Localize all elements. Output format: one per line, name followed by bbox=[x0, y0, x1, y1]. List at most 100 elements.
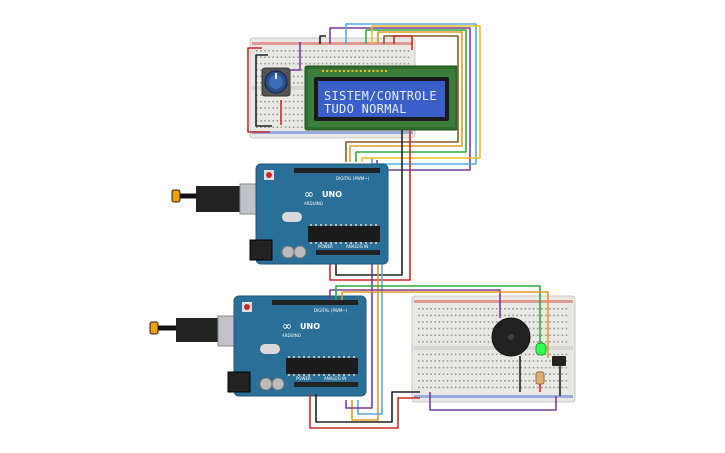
wires-bottom bbox=[309, 285, 561, 429]
breadboard-hole bbox=[446, 341, 449, 343]
breadboard-hole bbox=[541, 334, 543, 336]
resistor-1[interactable] bbox=[535, 371, 545, 385]
pin bbox=[303, 374, 305, 376]
breadboard-hole bbox=[272, 113, 274, 116]
temperature-sensor[interactable] bbox=[552, 356, 566, 366]
breadboard-hole bbox=[561, 353, 564, 356]
pin bbox=[353, 356, 355, 358]
potentiometer[interactable] bbox=[261, 67, 291, 97]
breadboard-hole bbox=[459, 341, 461, 343]
breadboard-hole bbox=[301, 94, 303, 96]
breadboard-hole bbox=[313, 62, 315, 65]
breadboard-hole bbox=[370, 56, 373, 58]
breadboard-hole bbox=[442, 308, 445, 310]
piezo-buzzer[interactable] bbox=[491, 317, 531, 357]
breadboard-hole bbox=[475, 366, 477, 369]
breadboard-hole bbox=[272, 107, 274, 109]
breadboard-hole bbox=[446, 373, 449, 375]
breadboard-hole bbox=[276, 62, 279, 65]
breadboard-hole bbox=[297, 126, 299, 128]
arduino-uno-top[interactable]: ∞ UNO ARDUINO DIGITAL (PWM~) POWER ANALO… bbox=[171, 163, 389, 265]
breadboard-hole bbox=[520, 366, 523, 369]
breadboard-hole bbox=[532, 314, 535, 317]
breadboard-hole bbox=[387, 62, 389, 65]
breadboard-hole bbox=[504, 380, 506, 382]
breadboard-hole bbox=[545, 380, 547, 382]
pin bbox=[353, 374, 355, 376]
breadboard-hole bbox=[292, 75, 295, 78]
breadboard-hole bbox=[524, 321, 527, 323]
breadboard-hole bbox=[292, 113, 295, 116]
breadboard-hole bbox=[354, 50, 356, 52]
pin bbox=[350, 224, 352, 226]
breadboard-hole bbox=[297, 62, 299, 65]
pin bbox=[330, 70, 333, 72]
breadboard-hole bbox=[422, 321, 424, 323]
breadboard-hole bbox=[284, 62, 287, 65]
breadboard-hole bbox=[292, 107, 295, 109]
breadboard-hole bbox=[422, 327, 424, 330]
breadboard-hole bbox=[483, 308, 486, 310]
breadboard-hole bbox=[272, 120, 274, 122]
breadboard-hole bbox=[383, 62, 385, 65]
pin bbox=[288, 374, 290, 376]
breadboard-hole bbox=[426, 341, 428, 343]
green-led[interactable] bbox=[535, 342, 547, 356]
breadboard-hole bbox=[479, 334, 482, 336]
breadboard-hole bbox=[268, 126, 270, 128]
breadboard-hole bbox=[387, 50, 389, 52]
breadboard-hole bbox=[446, 308, 449, 310]
breadboard-hole bbox=[549, 373, 551, 375]
breadboard-hole bbox=[541, 386, 543, 389]
breadboard-hole bbox=[272, 126, 274, 128]
breadboard-hole bbox=[483, 321, 486, 323]
breadboard-hole bbox=[301, 50, 303, 52]
breadboard-hole bbox=[272, 56, 274, 58]
arduino-bottom-model: UNO bbox=[300, 322, 320, 331]
breadboard-hole bbox=[487, 386, 490, 389]
pin bbox=[376, 70, 379, 72]
breadboard-hole bbox=[260, 82, 262, 84]
lcd-line-2: TUDO NORMAL bbox=[324, 102, 407, 116]
breadboard-hole bbox=[471, 314, 473, 317]
breadboard-hole bbox=[536, 314, 539, 317]
breadboard-hole bbox=[504, 314, 506, 317]
breadboard-hole bbox=[362, 50, 365, 52]
breadboard-hole bbox=[442, 353, 445, 356]
breadboard-hole bbox=[463, 341, 465, 343]
breadboard-hole bbox=[557, 327, 559, 330]
breadboard-hole bbox=[358, 62, 361, 65]
breadboard-hole bbox=[463, 353, 465, 356]
breadboard-hole bbox=[442, 341, 445, 343]
pin bbox=[322, 70, 324, 72]
pin bbox=[338, 70, 341, 72]
pin bbox=[323, 374, 325, 376]
breadboard-hole bbox=[325, 50, 328, 52]
breadboard-hole bbox=[422, 334, 424, 336]
breadboard-hole bbox=[520, 360, 523, 362]
breadboard-bottom[interactable] bbox=[411, 295, 576, 403]
breadboard-hole bbox=[438, 334, 441, 336]
breadboard-hole bbox=[483, 373, 486, 375]
breadboard-hole bbox=[354, 56, 356, 58]
breadboard-hole bbox=[520, 380, 523, 382]
pin bbox=[334, 70, 337, 72]
breadboard-hole bbox=[536, 327, 539, 330]
breadboard-hole bbox=[508, 360, 510, 362]
breadboard-hole bbox=[516, 308, 518, 310]
arduino-top-brand: ARDUINO bbox=[304, 201, 323, 206]
breadboard-hole bbox=[256, 50, 258, 52]
breadboard-hole bbox=[487, 314, 490, 317]
breadboard-hole bbox=[565, 380, 568, 382]
arduino-uno-bottom[interactable]: ∞ UNO ARDUINO DIGITAL (PWM~) POWER ANALO… bbox=[149, 295, 367, 397]
pin bbox=[303, 356, 305, 358]
breadboard-hole bbox=[399, 50, 402, 52]
breadboard-hole bbox=[358, 56, 361, 58]
breadboard-hole bbox=[430, 373, 432, 375]
breadboard-hole bbox=[329, 56, 332, 58]
breadboard-hole bbox=[479, 321, 482, 323]
breadboard-hole bbox=[500, 386, 502, 389]
breadboard-hole bbox=[475, 373, 477, 375]
breadboard-hole bbox=[549, 334, 551, 336]
pin bbox=[308, 374, 310, 376]
